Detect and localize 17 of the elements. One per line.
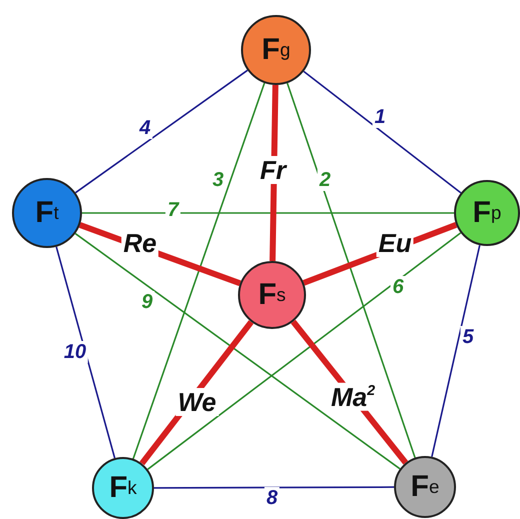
connector-line <box>286 82 416 458</box>
connector-line <box>431 245 480 457</box>
connector-line <box>82 212 454 214</box>
edge-label: We <box>176 388 218 416</box>
connector-line <box>75 70 248 194</box>
connector-line <box>132 82 266 459</box>
edge-label: Fr <box>258 156 288 184</box>
edge-label: 10 <box>62 341 88 363</box>
edge-label: Ma$^{2}$ <box>328 382 378 412</box>
edge-label: 4 <box>137 117 153 139</box>
edge-label: 1 <box>372 106 388 128</box>
connector-line <box>56 246 116 458</box>
connector-line <box>74 232 400 470</box>
connector-line <box>303 70 462 194</box>
connector-line <box>154 486 394 489</box>
edge-label: 2 <box>317 169 333 191</box>
connector-line <box>147 232 462 470</box>
